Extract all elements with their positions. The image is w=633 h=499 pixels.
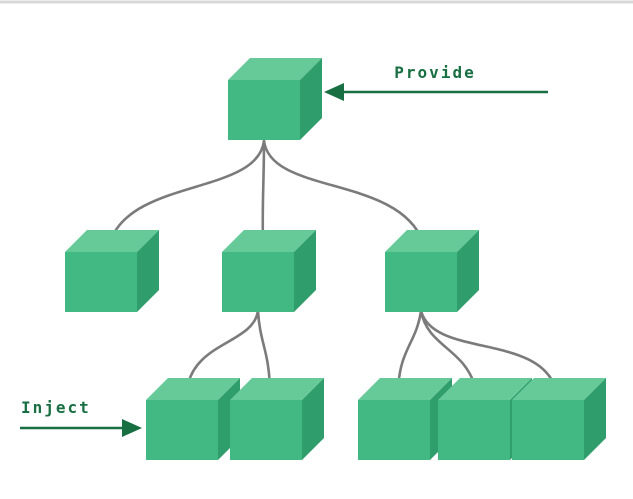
provide-label: Provide <box>394 63 475 82</box>
inject-label: Inject <box>21 398 91 417</box>
cube-node-root <box>228 58 322 140</box>
provide-arrow-head-icon <box>324 83 344 101</box>
cube-node-mid-right <box>385 230 479 312</box>
inject-annotation: Inject <box>20 398 142 437</box>
provide-annotation: Provide <box>324 63 548 101</box>
connector-mid-right-leaf-5 <box>419 309 558 392</box>
connector-root-mid-center <box>261 139 266 243</box>
inject-arrow-head-icon <box>122 419 142 437</box>
cube-node-leaf-5 <box>512 378 606 460</box>
cube-node-leaf-1 <box>146 378 240 460</box>
cube-node-leaf-2 <box>230 378 324 460</box>
cube-node-mid-center <box>222 230 316 312</box>
connector-root-mid-right <box>262 139 425 244</box>
connector-mid-center-leaf-1 <box>185 309 260 392</box>
cube-node-leaf-3 <box>358 378 452 460</box>
cube-node-mid-left <box>65 230 159 312</box>
connector-root-mid-left <box>108 139 266 244</box>
